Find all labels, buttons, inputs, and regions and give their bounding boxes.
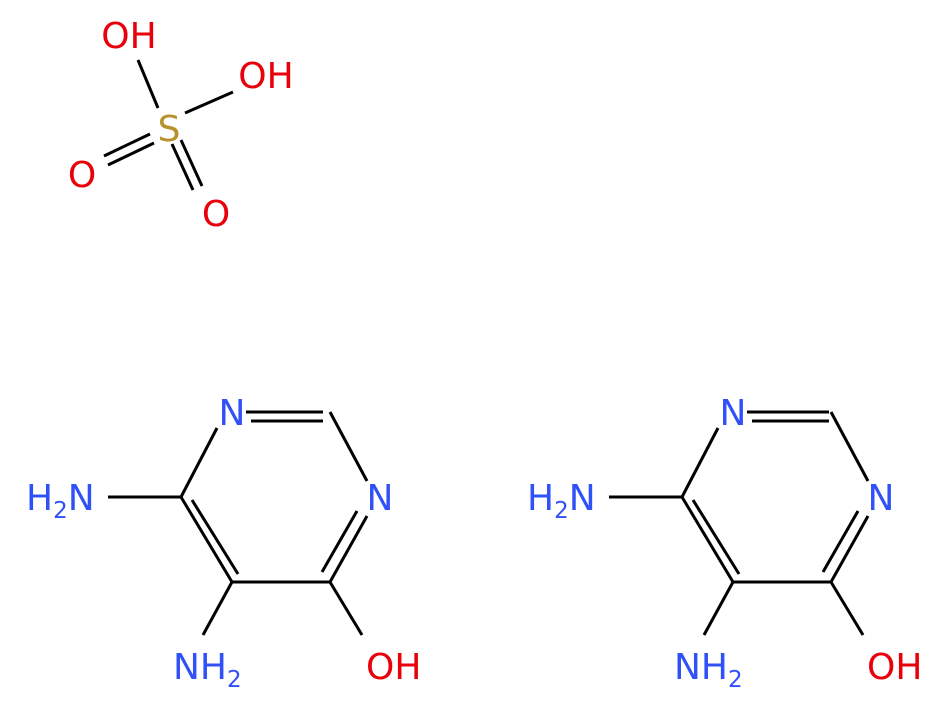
ring-bond-inner: [821, 510, 860, 573]
ring-bond: [829, 411, 870, 482]
ring-bond: [179, 427, 219, 498]
bond-s-o-left-a: [103, 132, 151, 158]
amine-left-label: H2N: [527, 478, 596, 524]
ring-bond-inner: [691, 499, 741, 575]
bond-hydroxyl: [829, 581, 865, 636]
ring-bond-inner: [190, 499, 240, 575]
amine-left-label: H2N: [26, 478, 95, 524]
n-top-label: N: [720, 393, 747, 434]
bond-amine-bottom: [702, 581, 735, 636]
ring-bond: [829, 515, 870, 583]
o-left-label: O: [68, 155, 96, 196]
o-bottom-label: O: [202, 194, 230, 235]
diaminopyrimidinol-2: N N H2N NH2 OH: [527, 393, 922, 693]
ring-bond: [179, 496, 234, 583]
n-right-label: N: [367, 478, 394, 519]
sulfuric-acid: OH OH S O O: [68, 16, 294, 235]
bond-amine-bottom: [201, 581, 234, 636]
n-right-label: N: [868, 478, 895, 519]
bond-s-o-bottom-a: [170, 143, 195, 191]
hydroxyl-label: OH: [366, 647, 421, 688]
amine-bottom-label: NH2: [173, 647, 242, 693]
ring-bond-inner: [320, 510, 359, 573]
ring-bond: [680, 427, 720, 498]
diaminopyrimidinol-1: N N H2N NH2 OH: [26, 393, 421, 693]
amine-bottom-label: NH2: [674, 647, 743, 693]
ring-bond: [680, 496, 735, 583]
bond-s-oh-top: [136, 59, 160, 109]
oh-top-label: OH: [101, 16, 156, 57]
n-top-label: N: [219, 393, 246, 434]
sulfur-label: S: [158, 109, 181, 150]
ring-bond: [328, 515, 369, 583]
bond-s-o-left-b: [107, 141, 155, 167]
bond-s-oh-right: [184, 90, 234, 115]
oh-right-label: OH: [238, 56, 293, 97]
bond-hydroxyl: [328, 581, 364, 636]
bond-s-o-bottom-b: [179, 139, 204, 187]
ring-bond: [328, 411, 369, 482]
hydroxyl-label: OH: [867, 647, 922, 688]
